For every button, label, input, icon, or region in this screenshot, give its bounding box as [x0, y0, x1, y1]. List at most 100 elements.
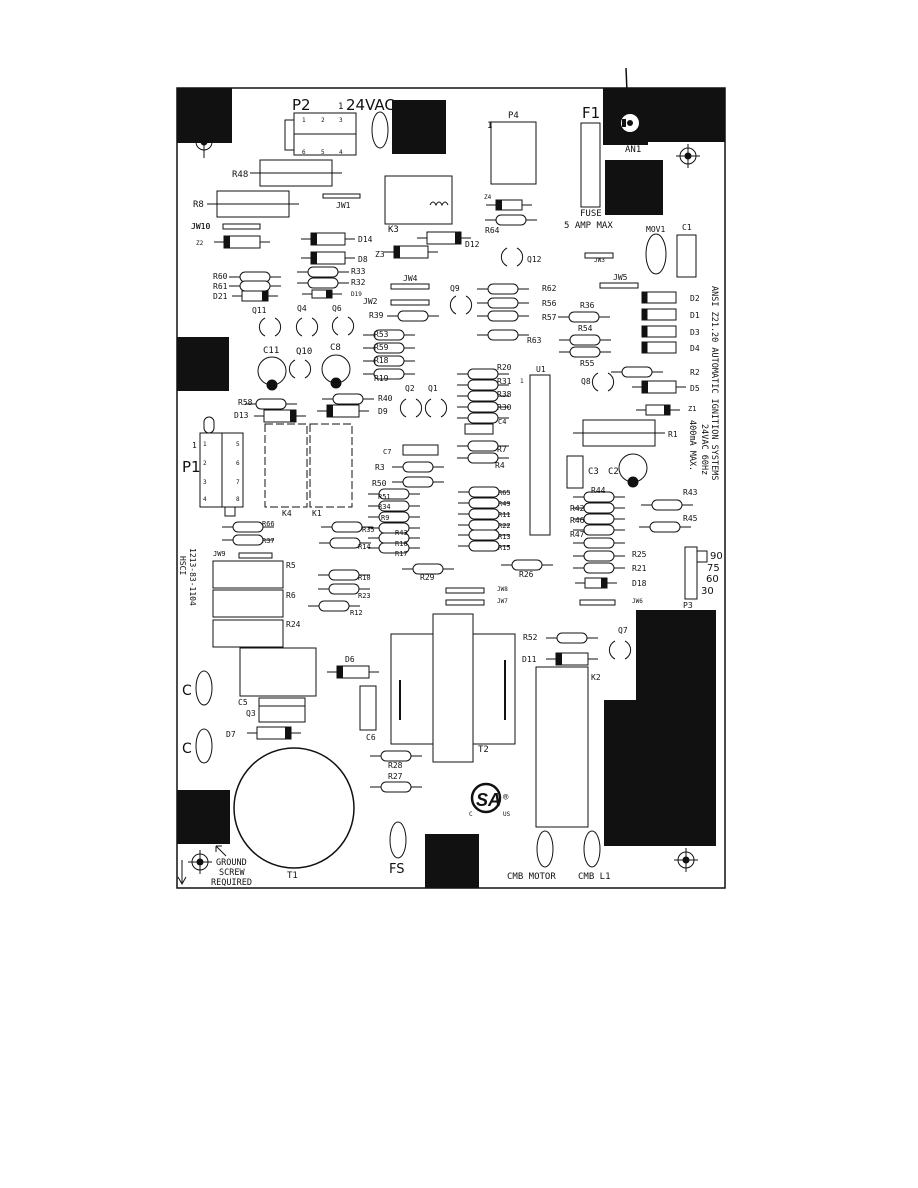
c-bottom-label: C: [182, 741, 192, 757]
d21-label: D21: [213, 292, 228, 301]
transistor: [331, 316, 339, 336]
k4-label: K4: [282, 509, 292, 518]
resistor: [328, 583, 360, 595]
r8-label: R8: [193, 200, 204, 210]
p1-label: P1: [182, 458, 201, 476]
jw8-label: JW8: [497, 586, 508, 593]
resistor: [255, 398, 287, 410]
r24-label: R24: [286, 620, 301, 629]
d14-label: D14: [358, 235, 373, 244]
c5-label: C5: [238, 698, 248, 707]
c2-label: C2: [608, 467, 619, 477]
r52-label: R52: [523, 633, 538, 642]
r44-label: R44: [591, 486, 606, 495]
resistor: [331, 521, 363, 533]
capacitor-c3: [566, 455, 584, 489]
d3-label: D3: [690, 328, 700, 337]
q6-label: Q6: [332, 304, 342, 313]
resistor: [468, 508, 500, 520]
resistor: [468, 540, 500, 552]
an1-terminal: [621, 114, 639, 132]
resistor: [583, 537, 615, 549]
p2-pin1-label: 1: [338, 102, 343, 112]
resistor: [621, 366, 653, 378]
p1-pin: 1: [203, 441, 207, 448]
z2-label: Z2: [196, 240, 204, 247]
resistor: [649, 521, 681, 533]
resistor: [568, 311, 600, 323]
r25-label: R25: [632, 550, 647, 559]
r43-label: R43: [683, 488, 698, 497]
q4-label: Q4: [297, 304, 307, 313]
cmb-motor-label: CMB MOTOR: [507, 872, 556, 882]
r38-label: R38: [497, 390, 512, 399]
resistor: [397, 310, 429, 322]
r26-label: R26: [519, 570, 534, 579]
standard-text: ANSI Z21.20 AUTOMATIC IGNITION SYSTEMS: [709, 286, 719, 480]
r60-label: R60: [213, 272, 228, 281]
p3-tap: 90: [710, 551, 723, 562]
csa-mark-text: SA: [476, 790, 501, 810]
transistor: [608, 640, 616, 660]
resistor: [651, 499, 683, 511]
relay-k3: [384, 175, 453, 225]
d19-label: D19: [351, 291, 362, 298]
resistor: [232, 521, 264, 533]
p1-pin: 8: [236, 496, 240, 503]
r58-label: R58: [238, 398, 253, 407]
r3-label: R3: [375, 463, 385, 472]
terminal-cmb-motor: [536, 830, 554, 868]
transistors: [258, 247, 632, 660]
p1-connector: [199, 416, 244, 517]
electrolytic-caps: [257, 354, 648, 488]
k1-label: K1: [312, 509, 322, 518]
diodes: [214, 199, 686, 740]
jumper: [445, 587, 485, 594]
transformer-t2: [390, 613, 516, 763]
resistor: [467, 452, 499, 464]
ground-note-line2: SCREW: [219, 868, 245, 878]
r55-label: R55: [580, 359, 595, 368]
transistor: [399, 398, 407, 418]
resistor: [318, 600, 350, 612]
transistor: [449, 295, 457, 315]
r34-label: R34: [378, 503, 391, 511]
capacitor-c5: [239, 647, 317, 697]
p2-pin: 2: [321, 117, 325, 124]
d7-label: D7: [226, 730, 236, 739]
r62-label: R62: [542, 284, 557, 293]
resistor: [583, 491, 615, 503]
resistor: [583, 524, 615, 536]
csa-c: C: [469, 811, 473, 818]
part-number-mark: HSCI: [178, 556, 187, 575]
r1-label: R1: [668, 430, 678, 439]
resistor: [307, 266, 339, 278]
r2-label: R2: [690, 368, 700, 377]
p3-tap: 60: [706, 574, 719, 585]
r40-label: R40: [378, 394, 393, 403]
capacitor-top: [371, 111, 389, 149]
resistor: [378, 511, 410, 523]
z1-label: Z1: [688, 405, 696, 413]
fuse-type: FUSE: [580, 209, 602, 219]
jw9-label: JW9: [213, 550, 226, 558]
jw2-label: JW2: [363, 297, 378, 306]
d5-label: D5: [690, 384, 700, 393]
varistor-mov1: [645, 233, 667, 275]
diode-stack-right: [641, 291, 677, 354]
r17-label: R17: [395, 550, 408, 558]
r48-label: R48: [232, 170, 248, 180]
jumper: [599, 282, 639, 289]
resistor: [373, 342, 405, 354]
jumper: [390, 283, 430, 290]
d4-label: D4: [690, 344, 700, 353]
resistor: [329, 537, 361, 549]
r31-label: R31: [497, 377, 512, 386]
resistor: [412, 563, 444, 575]
resistor: [468, 497, 500, 509]
r14-label: R14: [358, 543, 371, 551]
jw1-label: JW1: [336, 201, 351, 210]
r6-label: R6: [286, 591, 296, 600]
power-resistors: [212, 560, 284, 648]
resistor: [232, 534, 264, 546]
